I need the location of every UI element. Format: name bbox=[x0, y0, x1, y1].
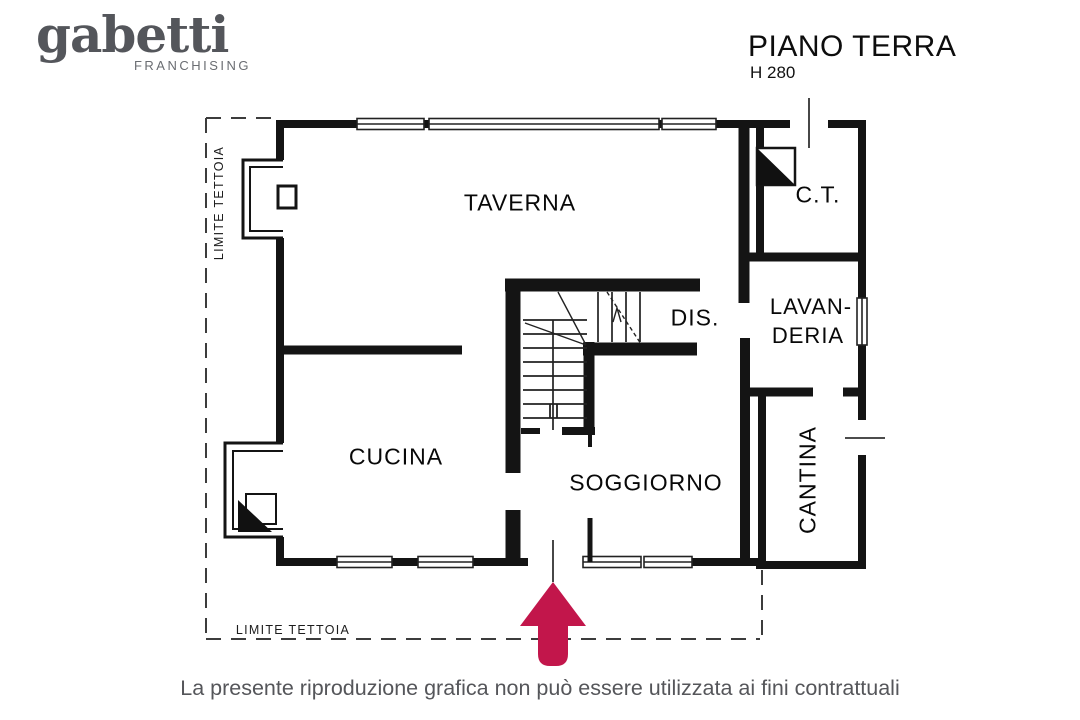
door-tick-marks bbox=[552, 98, 885, 582]
limite-tettoia-boundary bbox=[205, 117, 763, 640]
room-label-ct: C.T. bbox=[795, 181, 841, 208]
interior-walls bbox=[283, 124, 862, 565]
limite-tettoia-label-left: LIMITE TETTOIA bbox=[212, 145, 226, 261]
disclaimer-text: La presente riproduzione grafica non può… bbox=[180, 676, 900, 700]
left-wall-bays bbox=[223, 158, 298, 539]
room-label-lavanderia-line1: LAVAN- bbox=[769, 294, 853, 319]
gabetti-logo: gabetti FRANCHISING bbox=[36, 5, 251, 74]
room-label-dis: DIS. bbox=[670, 304, 720, 331]
page-title: PIANO TERRA bbox=[748, 30, 957, 63]
boiler-symbol bbox=[755, 146, 797, 187]
logo-wordmark: gabetti bbox=[36, 5, 229, 64]
fireplace-symbol bbox=[238, 493, 277, 532]
staircase bbox=[523, 291, 642, 430]
windows bbox=[336, 117, 868, 569]
room-label-soggiorno: SOGGIORNO bbox=[569, 469, 723, 496]
entrance-arrow-icon bbox=[520, 582, 586, 666]
exterior-walls bbox=[276, 120, 866, 569]
room-label-taverna: TAVERNA bbox=[463, 189, 577, 216]
logo-subtext: FRANCHISING bbox=[133, 58, 251, 73]
room-label-lavanderia-line2: DERIA bbox=[771, 323, 845, 348]
room-label-cucina: CUCINA bbox=[348, 443, 444, 470]
limite-tettoia-label-bottom: LIMITE TETTOIA bbox=[235, 623, 351, 637]
ceiling-height-label: H 280 bbox=[750, 63, 796, 82]
room-label-cantina: CANTINA bbox=[794, 426, 821, 534]
